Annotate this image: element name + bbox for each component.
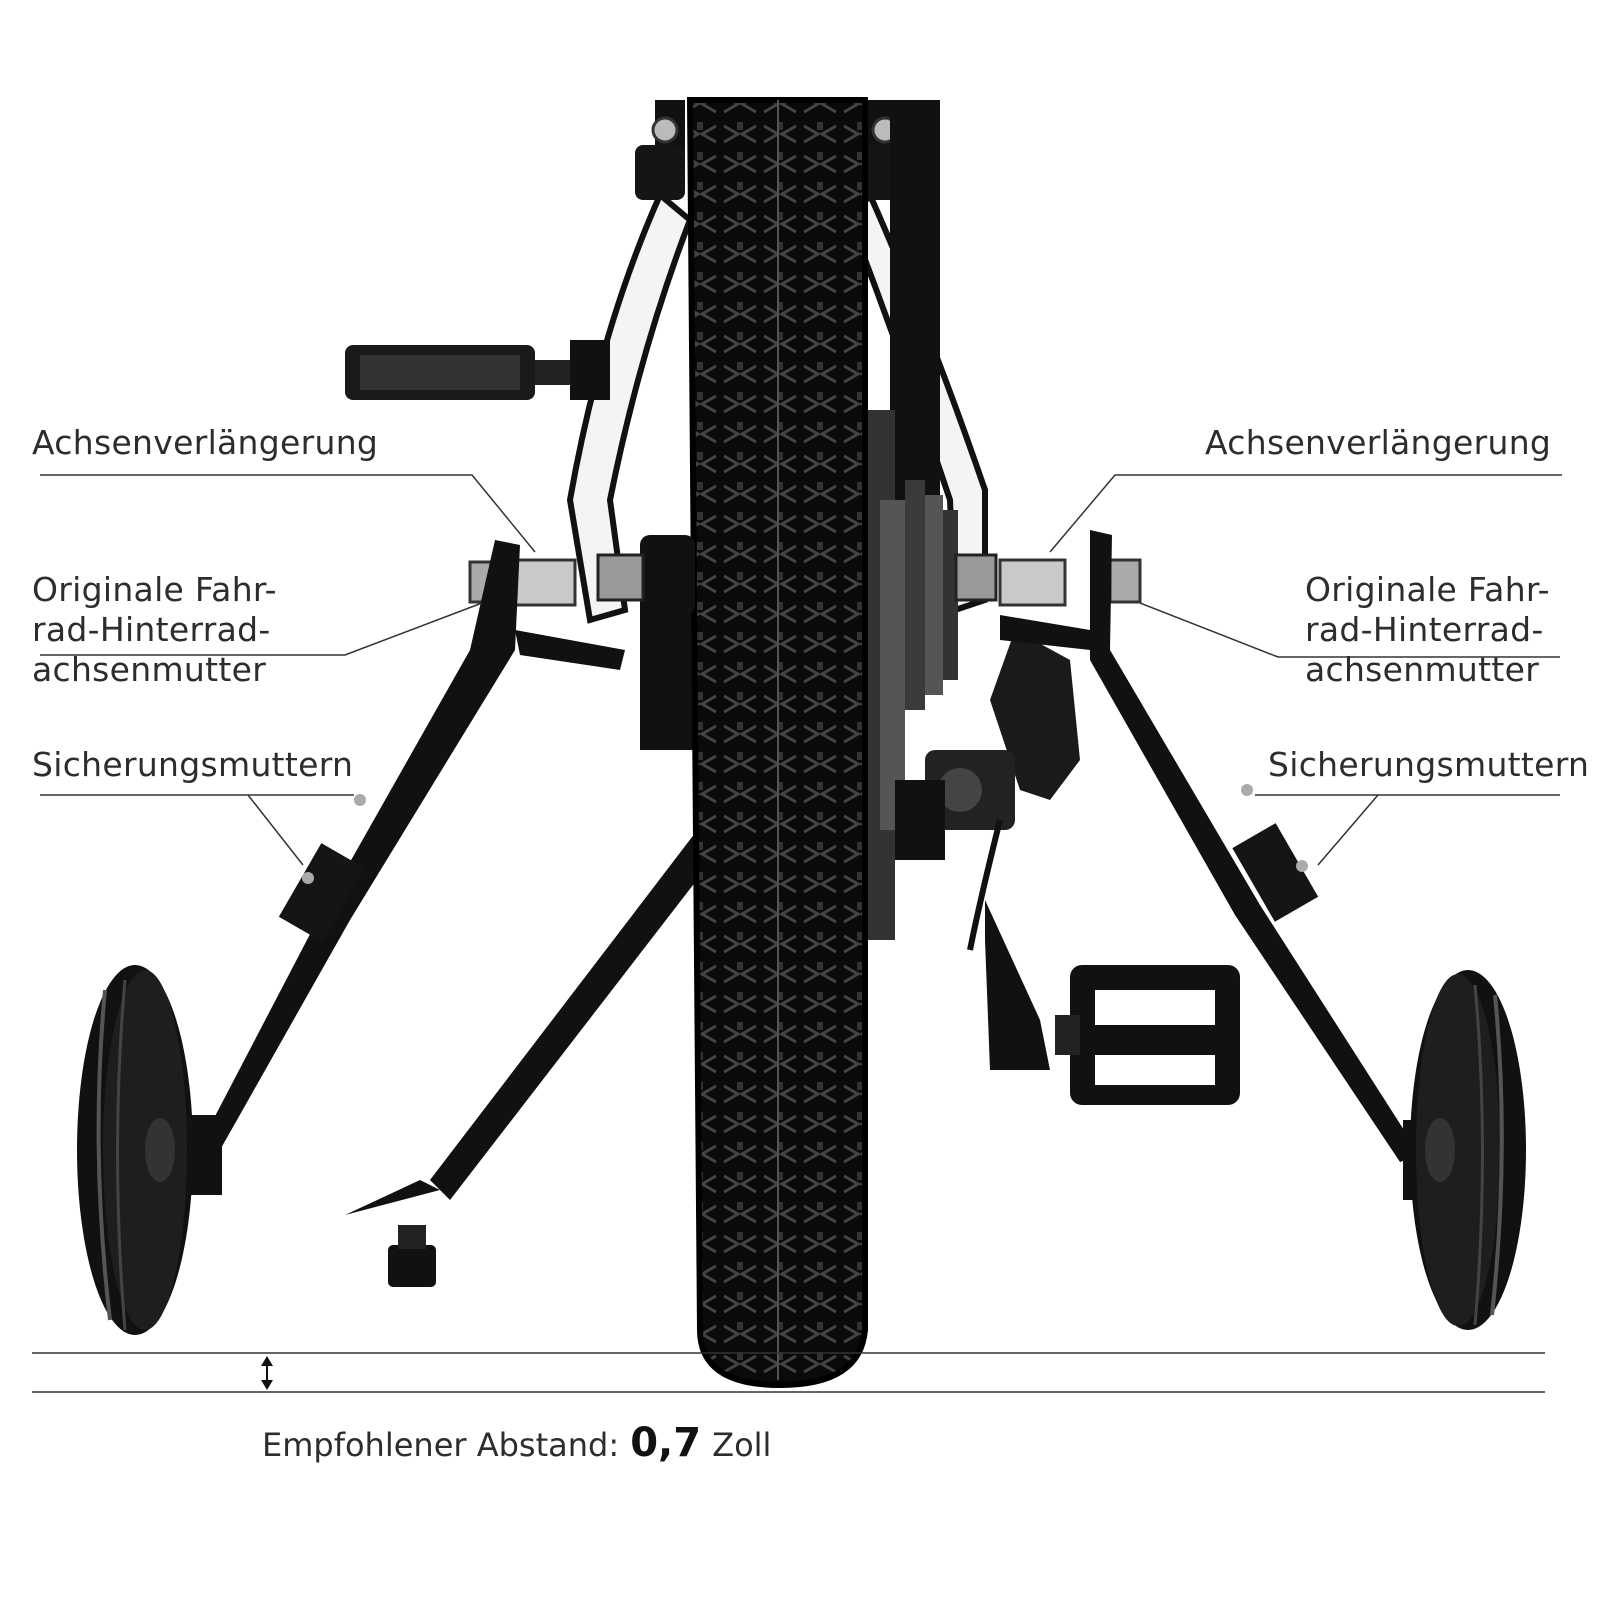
caption-unit: Zoll <box>712 1426 772 1464</box>
caption-value: 0,7 <box>630 1420 702 1466</box>
right-axle-extension <box>998 558 1142 607</box>
left-callout-lines <box>40 474 536 866</box>
label-right-axle-nut-line3: achsenmutter <box>1305 650 1540 689</box>
right-callout-lines <box>1049 474 1562 866</box>
label-left-axle-nut-line3: achsenmutter <box>32 650 267 689</box>
rear-tire <box>686 97 868 1389</box>
label-left-axle-nut-line2: rad-Hinterrad- <box>32 610 271 649</box>
label-left-axle-extension: Achsenverlängerung <box>32 423 379 462</box>
label-right-axle-nut-line1: Originale Fahr- <box>1305 570 1550 609</box>
ground-lines <box>32 1352 1545 1393</box>
left-training-wheel <box>77 965 193 1335</box>
right-pedal <box>985 900 1240 1105</box>
label-right-axle-extension: Achsenverlängerung <box>1205 423 1552 462</box>
cassette <box>865 410 958 940</box>
label-left-axle-nut: Originale Fahr- rad-Hinterrad- achsenmut… <box>32 570 277 690</box>
axle-hub <box>596 535 998 615</box>
right-training-wheel <box>1410 970 1526 1330</box>
label-left-axle-nut-line1: Originale Fahr- <box>32 570 277 609</box>
recommended-distance-caption: Empfohlener Abstand: 0,7 Zoll <box>262 1420 771 1466</box>
left-pedal <box>345 340 610 400</box>
label-right-axle-nut: Originale Fahr- rad-Hinterrad- achsenmut… <box>1305 570 1550 690</box>
label-right-lock-nuts: Sicherungsmuttern <box>1268 745 1590 784</box>
caption-prefix: Empfohlener Abstand: <box>262 1426 620 1464</box>
derailleur <box>895 630 1080 951</box>
kickstand <box>345 820 720 1287</box>
label-right-axle-nut-line2: rad-Hinterrad- <box>1305 610 1544 649</box>
label-left-lock-nuts: Sicherungsmuttern <box>32 745 354 784</box>
